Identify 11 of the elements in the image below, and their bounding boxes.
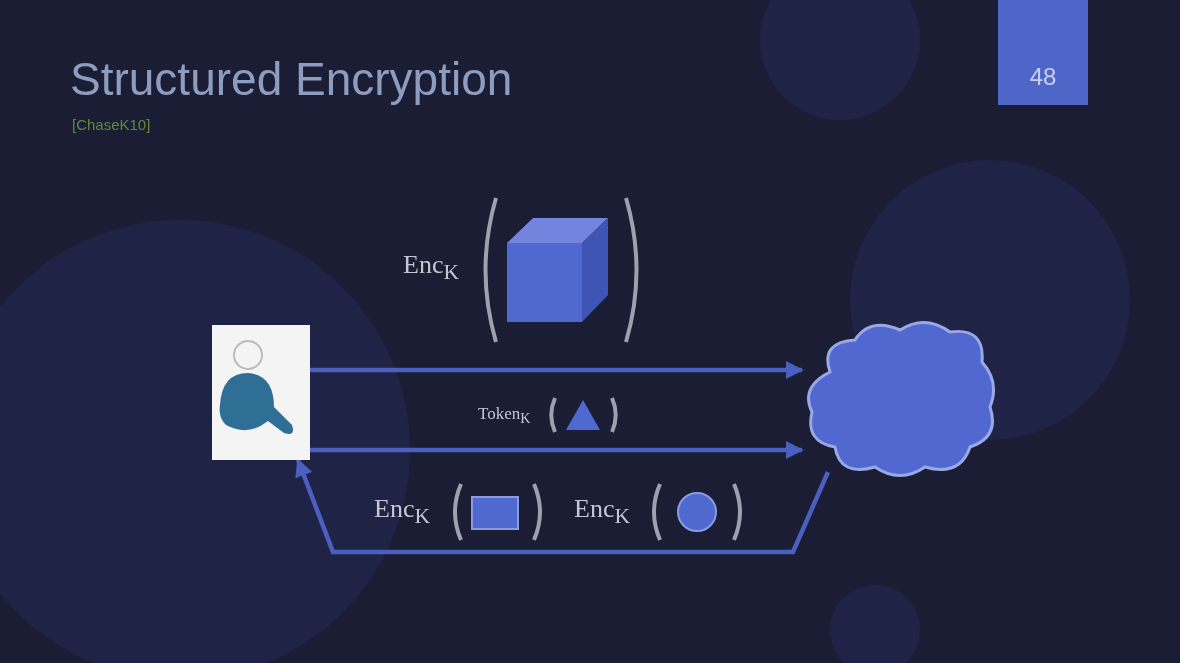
- citation: [ChaseK10]: [72, 116, 151, 133]
- formula-text: Enc$_{K}$: [374, 496, 431, 528]
- edge-label: Enc$_{K}$: [403, 252, 460, 284]
- arrow: [310, 441, 804, 459]
- arrow: [295, 458, 831, 555]
- edge-label: Enc$_{K}$: [574, 496, 631, 528]
- slide-title: Structured Encryption: [70, 52, 513, 106]
- edge-label: Token$_{K}$: [478, 405, 531, 426]
- page-number: 48: [998, 0, 1088, 105]
- user-at-computer-picture: [212, 325, 310, 460]
- arrow: [310, 361, 804, 379]
